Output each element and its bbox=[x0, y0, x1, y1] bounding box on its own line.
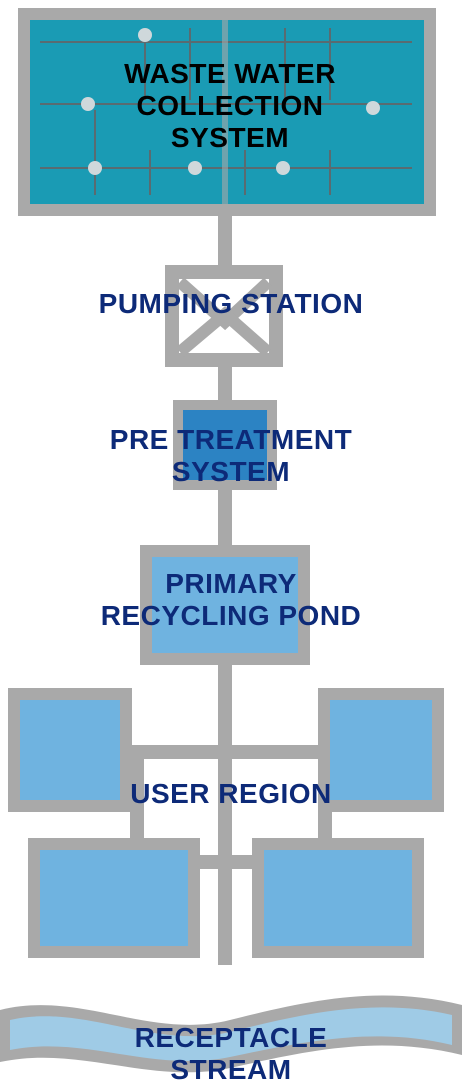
pumping-label-line-1: PUMPING STATION bbox=[98, 288, 364, 319]
primary-label-line-2: RECYCLING POND bbox=[100, 600, 362, 631]
pretreatment-block bbox=[173, 400, 277, 490]
pretreatment-label: PRE TREATMENT SYSTEM bbox=[0, 424, 462, 488]
pumping-station-label: PUMPING STATION bbox=[0, 288, 462, 320]
user-tank-bottom-right bbox=[252, 838, 424, 958]
receptacle-stream-label: RECEPTACLE STREAM bbox=[0, 1022, 462, 1086]
user-region-pipes bbox=[130, 745, 332, 869]
collection-label-line-2: COLLECTION bbox=[136, 90, 324, 121]
pretreatment-label-line-2: SYSTEM bbox=[171, 456, 291, 487]
receptacle-stream bbox=[0, 995, 462, 1073]
collection-label-line-1: WASTE WATER bbox=[124, 58, 336, 89]
collection-system-block bbox=[18, 8, 436, 216]
collection-label-line-3: SYSTEM bbox=[170, 122, 290, 153]
pretreatment-label-line-1: PRE TREATMENT bbox=[109, 424, 353, 455]
primary-pond-label: PRIMARY RECYCLING POND bbox=[0, 568, 462, 632]
collection-nodes bbox=[81, 28, 380, 175]
user-label-line-1: USER REGION bbox=[130, 778, 332, 809]
user-region-label: USER REGION bbox=[0, 778, 462, 810]
receptacle-label-line-1: RECEPTACLE bbox=[134, 1022, 328, 1053]
user-tank-bottom-left bbox=[28, 838, 200, 958]
primary-pond-block bbox=[140, 545, 310, 665]
user-tank-top-right bbox=[318, 688, 444, 812]
primary-label-line-1: PRIMARY bbox=[165, 568, 297, 599]
pumping-station-block bbox=[165, 265, 283, 367]
user-tank-top-left bbox=[8, 688, 132, 812]
receptacle-label-line-2: STREAM bbox=[170, 1054, 292, 1085]
collection-system-label: WASTE WATER COLLECTION SYSTEM bbox=[60, 58, 400, 154]
